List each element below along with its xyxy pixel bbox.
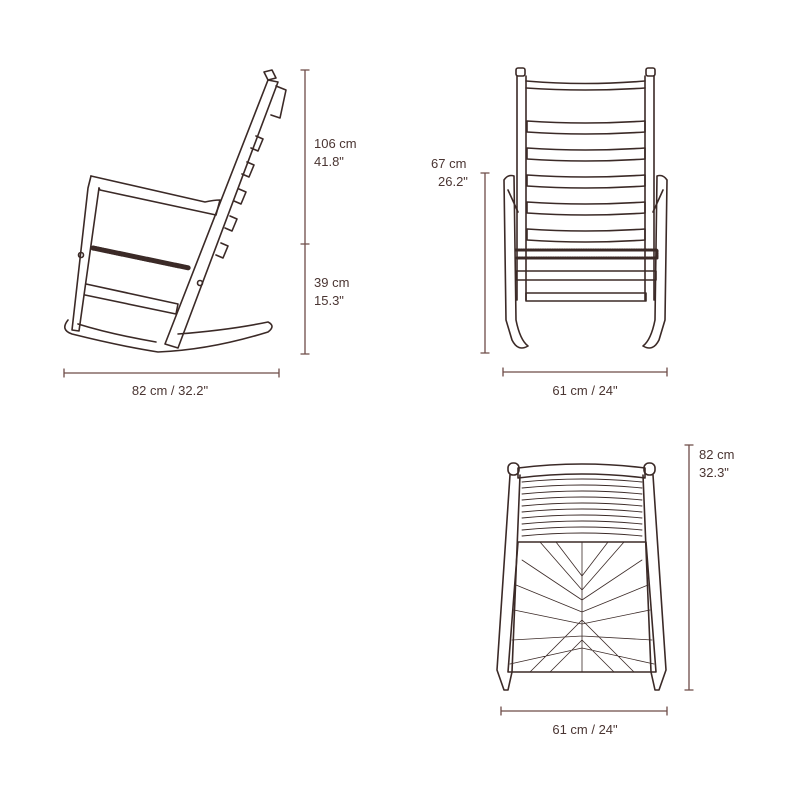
dimension-lines — [63, 69, 694, 716]
top-width-dimension-line — [500, 706, 668, 716]
top-depth-dimension-line — [684, 444, 694, 691]
side-view-chair-drawing — [64, 69, 287, 353]
top-view-chair-drawing — [496, 462, 667, 691]
top-depth-in: 32.3" — [699, 465, 729, 480]
front-arm-height-dimension-line — [480, 172, 490, 354]
side-height-dimension-line — [300, 69, 310, 355]
front-width-label: 61 cm / 24" — [552, 383, 618, 398]
side-total-height-in: 41.8" — [314, 154, 344, 169]
front-arm-height-in: 26.2" — [438, 174, 468, 189]
side-seat-height-cm: 39 cm — [314, 275, 350, 290]
front-arm-height-cm: 67 cm — [431, 156, 467, 171]
top-view-seat-weave — [509, 541, 655, 673]
top-width-label: 61 cm / 24" — [552, 722, 618, 737]
front-width-dimension-line — [502, 367, 668, 377]
side-total-height-cm: 106 cm — [314, 136, 357, 151]
side-depth-label: 82 cm / 32.2" — [131, 383, 209, 398]
side-depth-dimension-line — [63, 368, 280, 378]
front-view-chair-drawing — [503, 67, 668, 349]
top-depth-cm: 82 cm — [699, 447, 735, 462]
top-view-backrest-weave — [521, 478, 643, 537]
side-seat-height-in: 15.3" — [314, 293, 344, 308]
front-view-backrest-slats — [526, 120, 646, 243]
